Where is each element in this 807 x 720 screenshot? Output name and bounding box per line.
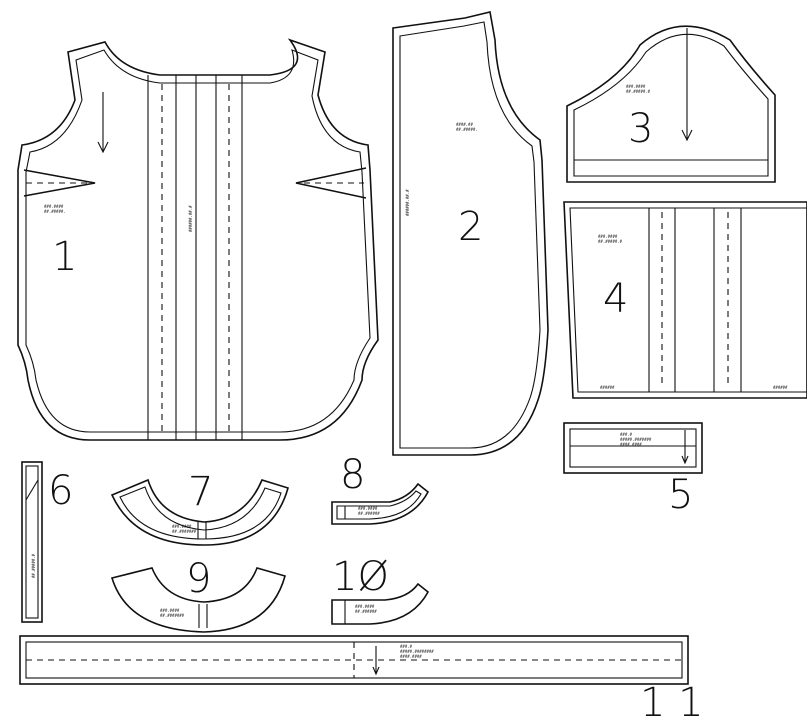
svg-text:##.#####.: ##.#####. [44,209,66,214]
piece-label-6: 6 [48,468,73,514]
svg-text:###.#: ###.# [620,432,633,437]
svg-text:##.######: ##.###### [358,511,380,516]
svg-text:###.####: ###.#### [358,506,378,511]
svg-text:#####.########: #####.######## [400,649,434,654]
piece-label-8: 8 [340,452,365,498]
svg-text:###.####: ###.#### [626,84,646,89]
pattern-piece-11: ###.# #####.######## ####.#### 1 1 [19,635,704,720]
pattern-piece-9: ###.#### ##.####### 9 [110,556,286,633]
svg-text:###.####: ###.#### [172,524,192,529]
pattern-piece-5: ###.# #####.####### ####.#### 5 [563,422,703,518]
piece-label-1: 1 [52,234,77,280]
svg-text:######.##.#: ######.##.# [405,189,410,216]
pattern-piece-6: ##.#####.# 6 [21,461,73,623]
svg-text:###.####: ###.#### [355,604,375,609]
svg-text:#####.#######: #####.####### [620,437,652,442]
svg-text:##.#####.#: ##.#####.# [626,89,651,94]
svg-text:####.##: ####.## [456,122,473,127]
pattern-piece-1: ###.#### ##.#####. ######.##.# 1 [17,38,379,441]
piece-label-4: 4 [603,276,628,322]
svg-text:###.####: ###.#### [598,234,618,239]
piece-label-2: 2 [458,204,483,250]
piece-label-7: 7 [188,469,213,515]
svg-text:####.####: ####.#### [400,654,422,659]
svg-text:##.#####.#: ##.#####.# [31,553,36,578]
pattern-piece-10: ###.#### ##.###### 1Ø [331,554,430,625]
piece-label-9: 9 [186,556,211,602]
pattern-piece-8: ###.#### ##.###### 8 [331,452,430,525]
svg-text:####.####: ####.#### [620,442,642,447]
pattern-piece-2: ####.## ##.#####. ######.##.# 2 [392,11,549,456]
piece-label-5: 5 [668,472,693,518]
svg-text:###.####: ###.#### [44,204,64,209]
piece-label-11: 1 1 [640,680,704,720]
svg-text:##.#######: ##.####### [172,529,197,534]
svg-text:###.#: ###.# [400,644,413,649]
svg-text:##.#######: ##.####### [160,613,185,618]
svg-text:######.##.#: ######.##.# [188,205,193,232]
svg-text:##.######: ##.###### [355,609,377,614]
pattern-piece-4: ###.#### ##.#####.# ###### ###### 4 [563,201,807,399]
piece-label-10: 1Ø [332,554,389,600]
piece-label-3: 3 [628,106,653,152]
svg-text:######: ###### [600,385,615,390]
pattern-piece-7: ###.#### ##.####### 7 [110,469,289,546]
svg-text:###.####: ###.#### [160,608,180,613]
svg-text:##.#####.#: ##.#####.# [598,239,623,244]
svg-text:##.#####.: ##.#####. [456,127,478,132]
svg-text:######: ###### [773,385,788,390]
pattern-piece-3: ###.#### ##.#####.# 3 [566,25,776,183]
